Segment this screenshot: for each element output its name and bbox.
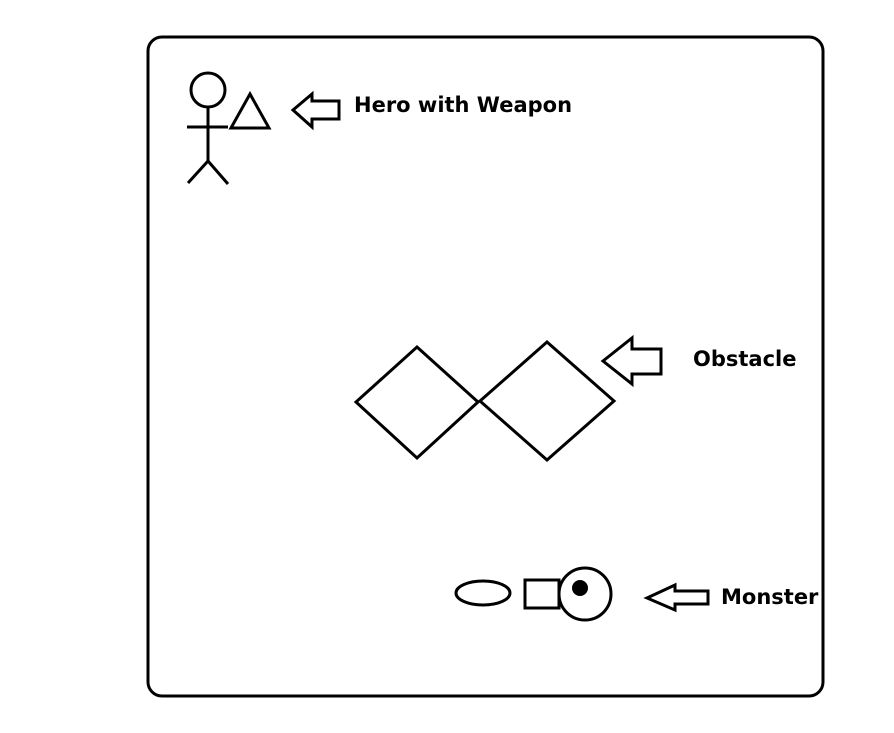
weapon-triangle-icon	[228, 90, 272, 130]
monster-pupil	[572, 580, 588, 596]
monster-ellipse	[454, 579, 512, 607]
hero-icon	[186, 71, 230, 185]
obstacle-diamond-left	[353, 344, 481, 461]
monster-label: Monster	[721, 585, 819, 609]
obstacle-diamond-right	[477, 340, 617, 462]
obstacle-arrow-icon	[600, 334, 663, 388]
monster-square	[523, 578, 561, 610]
hero-label: Hero with Weapon	[354, 93, 573, 117]
monster-eye-circle	[557, 566, 613, 622]
game-frame	[146, 35, 825, 698]
obstacle-label: Obstacle	[693, 347, 797, 371]
hero-arrow-icon	[290, 90, 341, 131]
monster-arrow-icon	[643, 582, 710, 613]
